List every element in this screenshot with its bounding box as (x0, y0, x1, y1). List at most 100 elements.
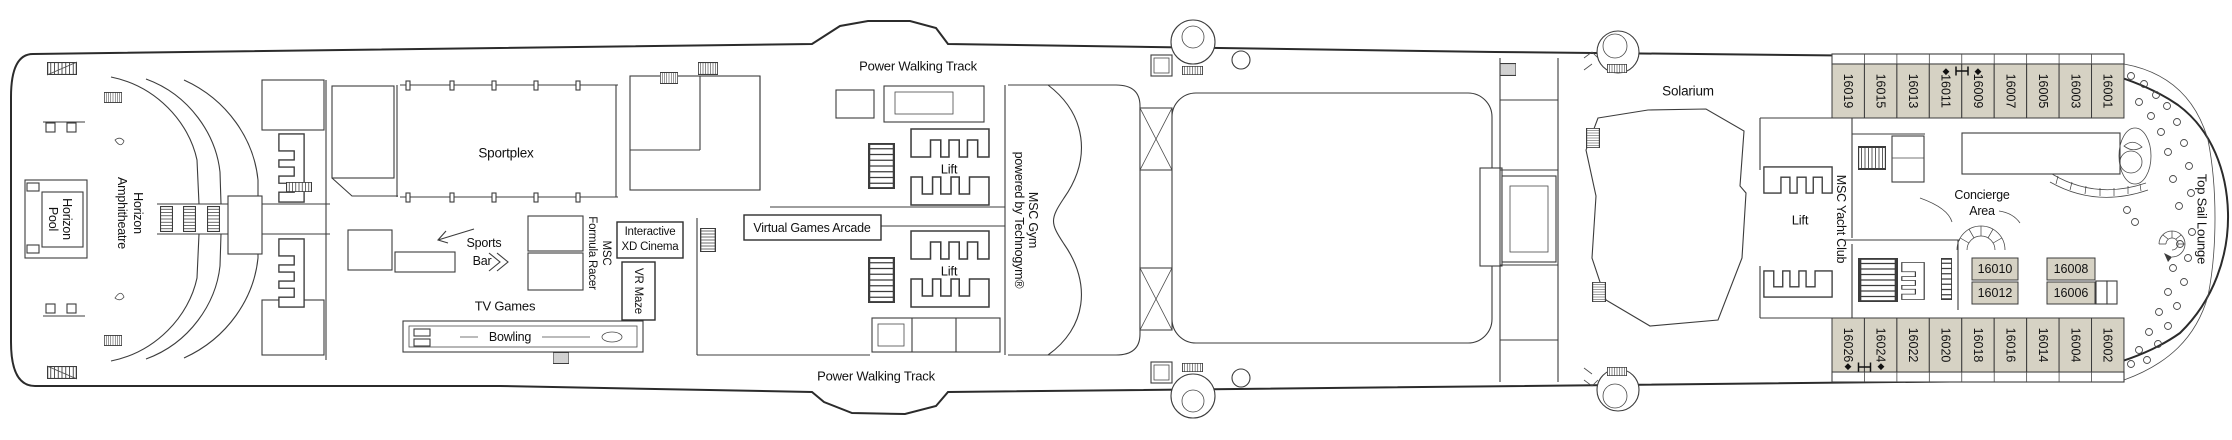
cabin-number: 16005 (2036, 74, 2050, 109)
bowling-lane: Bowling (402, 320, 644, 364)
cabin-number: 16012 (1978, 286, 2013, 300)
balcony-strip-bottom (1831, 371, 2125, 383)
stairs-icon (286, 182, 312, 192)
top-sail-stage (1961, 127, 2152, 198)
yacht-club-interior (1843, 118, 2006, 318)
cabin-cell (1863, 63, 1898, 119)
stern-deck-furniture (43, 61, 85, 380)
cabin-number: 16009 (1971, 74, 1985, 109)
cabin-number: 16016 (2003, 328, 2017, 363)
horizon-pool-label-2: Pool (46, 207, 60, 231)
cabin-cell (1961, 317, 1995, 373)
cabin-cell (2026, 63, 2060, 119)
cabin-number: 16026 (1841, 328, 1855, 363)
stairs-icon (1500, 63, 1516, 76)
cabin-number: 16006 (2054, 286, 2089, 300)
solarium-label: Solarium (1662, 84, 1714, 99)
cabin-cell (2091, 63, 2125, 119)
horizon-pool: Horizon Pool (24, 179, 88, 259)
cabin-number: 16015 (1874, 74, 1888, 109)
connecting-cabins-icon (1857, 362, 1872, 372)
funnel-outline (1585, 108, 1747, 327)
connecting-cabins-icon (1955, 66, 1969, 76)
stairs-icon (1941, 258, 1952, 300)
horizon-pool-label-1: Horizon (60, 198, 74, 240)
balcony-strip-top (1831, 53, 2125, 65)
sports-bar-label-1: Sports (467, 236, 502, 250)
concierge-label-1: Concierge (1954, 188, 2009, 202)
midship-structures: Lift Lift (629, 62, 1006, 356)
power-walking-track-label-top: Power Walking Track (859, 59, 978, 74)
stairs-icon (868, 143, 895, 189)
diamond-icon: ◆ (1845, 362, 1852, 372)
stairs-icon (660, 72, 678, 84)
diamond-icon: ◆ (1943, 67, 1950, 77)
inner-cabins: 16010 16012 16008 16006 (1971, 257, 2118, 305)
concierge-label-2: Area (1969, 204, 1995, 218)
cabin-number: 16018 (1971, 328, 1985, 363)
cabin-number: 16002 (2101, 328, 2115, 363)
cabin-number: 16001 (2101, 74, 2115, 109)
stairs-icon (1858, 146, 1886, 170)
tender-platform-icon (1150, 19, 1640, 419)
cabin-number: 16013 (1906, 74, 1920, 109)
cabin-number: 16011 (1939, 74, 1953, 108)
msc-gym-label-2: powered by Technogym® (1012, 152, 1026, 290)
stairs-icon (1586, 128, 1600, 148)
bowling-label: Bowling (489, 330, 532, 344)
stairs-icon (1858, 258, 1898, 302)
cabin-cell (1993, 317, 2028, 373)
cabin-cell (1831, 63, 1865, 119)
formula-racer: MSC Formula Racer (527, 215, 612, 291)
cabin-number: 16007 (2003, 74, 2017, 109)
cabin-number: 16014 (2036, 328, 2050, 363)
amphitheatre-curves: Horizon Amphitheatre (104, 76, 330, 362)
solarium-area: Solarium (1499, 58, 1747, 382)
stairs-icon (1592, 282, 1606, 302)
sports-bar-arrow (437, 228, 509, 272)
vr-maze: VR Maze (621, 261, 656, 321)
inner-bow-wall (2123, 63, 2216, 381)
tv-games-label: TV Games (475, 299, 536, 314)
cabin-cell (2026, 317, 2060, 373)
cabin-number: 16022 (1906, 328, 1920, 363)
cabin-number: 16020 (1939, 328, 1953, 363)
cabin-cell (1896, 317, 1930, 373)
concierge-area: Concierge Area (1919, 188, 2021, 224)
sports-bar: Sports Bar (347, 228, 509, 273)
central-court (1171, 92, 1503, 344)
vr-maze-label: VR Maze (632, 268, 644, 314)
xd-cinema: Interactive XD Cinema (616, 221, 684, 259)
stairs-icon (553, 352, 569, 364)
cabin-cell (2091, 317, 2125, 373)
msc-yacht-club-label: MSC Yacht Club (1834, 175, 1848, 264)
amphitheatre-label-1: Horizon (131, 192, 145, 234)
cabin-symbols: ◆ ◆ ◆ ◆ (1845, 66, 1982, 372)
amphitheatre-label-2: Amphitheatre (115, 177, 129, 249)
cabin-number: 16019 (1841, 74, 1855, 109)
cabin-number: 16010 (1978, 262, 2013, 276)
cabin-cell (1993, 63, 2028, 119)
formula-racer-label-1: MSC (600, 241, 612, 266)
stairs-icon (698, 62, 718, 75)
sportplex-room: Sportplex (331, 80, 618, 203)
msc-gym-area: MSC Gym powered by Technogym® (1008, 84, 1141, 356)
virtual-games-arcade: Virtual Games Arcade (743, 214, 882, 241)
cabin-cell (1961, 63, 1995, 119)
top-sail-lounge-label: Top Sail Lounge (2195, 174, 2210, 264)
lift-label-yacht-club: Lift (1792, 213, 1809, 228)
stern-service-block (227, 79, 327, 360)
furniture-dots (2123, 72, 2196, 368)
lift-label-top: Lift (941, 162, 958, 177)
msc-gym-label-1: MSC Gym (1026, 192, 1040, 248)
virtual-games-arcade-label: Virtual Games Arcade (753, 221, 871, 235)
cabin-number: 16008 (2054, 262, 2089, 276)
cabin-cell (2058, 317, 2093, 373)
seating-rows (2049, 173, 2149, 198)
top-sail-lounge: Top Sail Lounge (2123, 63, 2216, 381)
power-walking-track-label-bottom: Power Walking Track (817, 369, 936, 384)
